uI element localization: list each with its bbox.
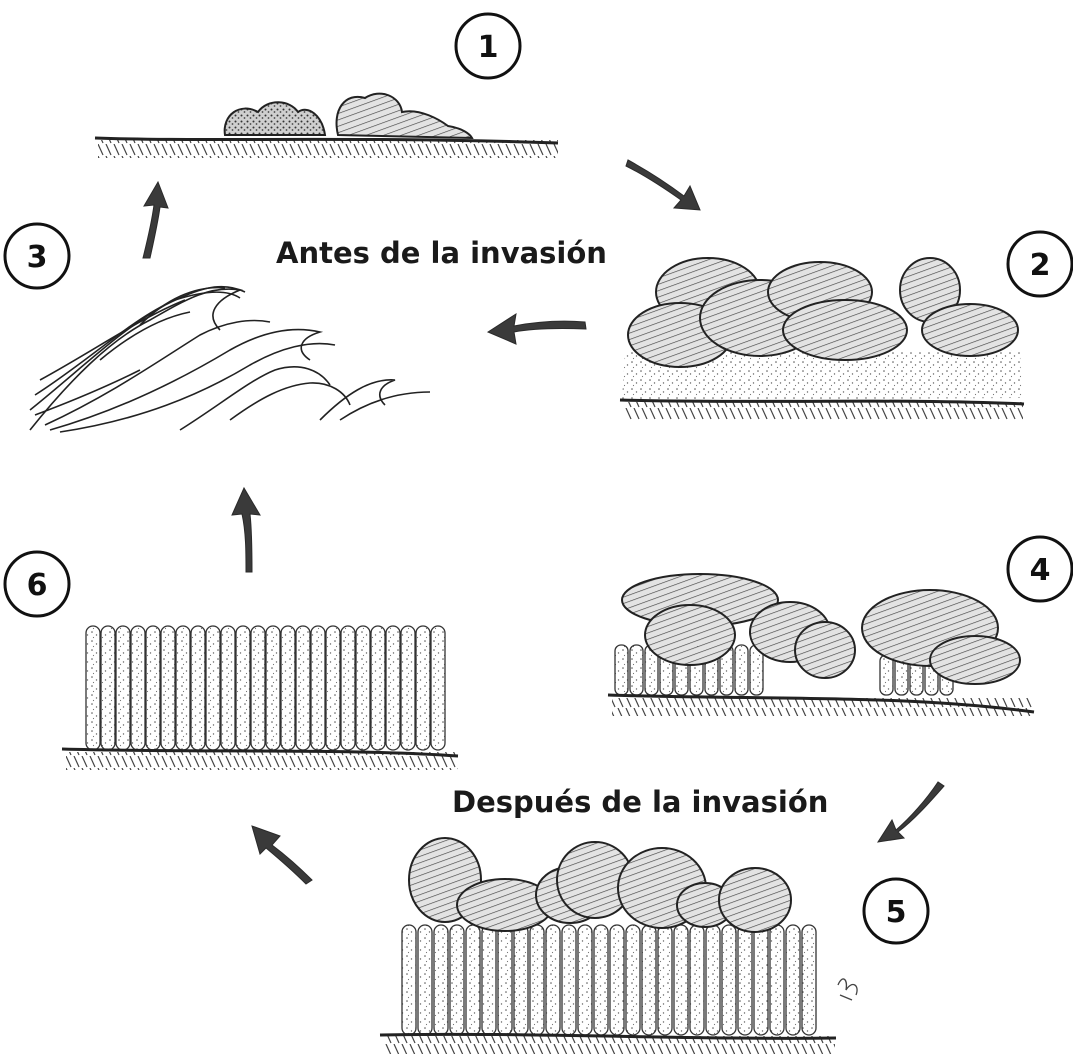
- stage-6: 6: [3, 550, 459, 770]
- stage-4-algae-fronds: [621, 573, 1021, 685]
- stage-5-seabed: [379, 1032, 837, 1054]
- stage-5-signature: [837, 978, 858, 1001]
- stage-6-invader-columns: [85, 625, 446, 751]
- stage-1: 1: [94, 12, 559, 158]
- label-before-invasion: Antes de la invasión: [276, 236, 607, 270]
- stage-2-algae-fronds: [627, 257, 1019, 368]
- stage-2-turf-layer: [622, 350, 1022, 400]
- arrow-3-to-1: [142, 180, 169, 259]
- stage-3-storm-wave: [29, 285, 431, 433]
- stage-3: 3: [3, 222, 431, 433]
- arrow-5-to-6: [251, 825, 313, 885]
- stage-6-seabed: [61, 747, 459, 770]
- stage-5: 5: [379, 837, 930, 1054]
- svg-text:3: 3: [27, 240, 48, 275]
- arrow-1-to-2: [625, 159, 701, 211]
- stage-3-badge: 3: [3, 222, 71, 290]
- stage-2-badge: 2: [1006, 230, 1073, 298]
- svg-text:5: 5: [886, 895, 907, 930]
- cycle-arrows: [142, 159, 945, 885]
- stage-1-badge: 1: [454, 12, 522, 80]
- stage-4-badge: 4: [1006, 535, 1073, 603]
- svg-text:6: 6: [27, 568, 48, 603]
- svg-text:2: 2: [1030, 248, 1051, 283]
- stage-5-algae-fronds: [408, 837, 792, 933]
- stage-1-algae-patch: [223, 92, 474, 140]
- stage-5-badge: 5: [862, 877, 930, 945]
- svg-text:1: 1: [478, 30, 499, 65]
- arrow-6-to-3: [231, 486, 261, 573]
- arrow-2-to-3: [486, 312, 587, 345]
- stage-1-seabed: [94, 136, 559, 158]
- stage-4: 4: [607, 535, 1073, 716]
- stage-2: 2: [619, 230, 1073, 420]
- stage-4-seabed: [607, 693, 1035, 716]
- arrow-4-to-5: [876, 781, 945, 843]
- stage-5-invader-columns: [401, 924, 817, 1036]
- svg-text:4: 4: [1030, 553, 1051, 588]
- label-after-invasion: Después de la invasión: [452, 785, 828, 819]
- stage-2-seabed: [619, 398, 1025, 420]
- stage-6-badge: 6: [3, 550, 71, 618]
